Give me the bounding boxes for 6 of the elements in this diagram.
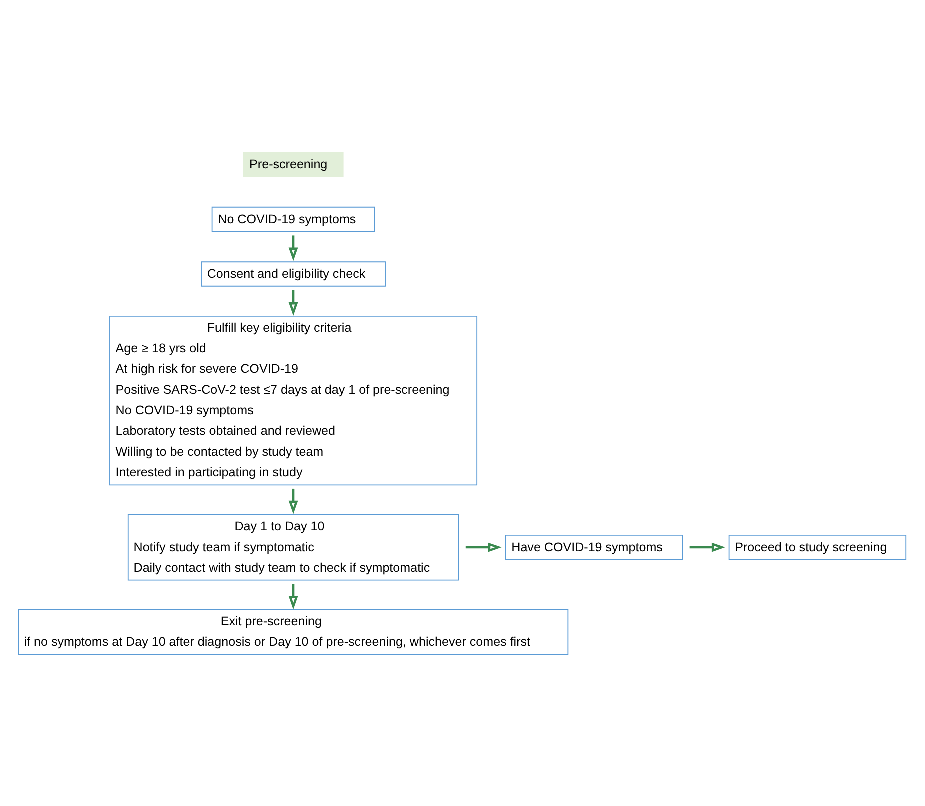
arrow	[288, 488, 298, 514]
arrow	[288, 290, 298, 316]
arrow	[288, 235, 298, 261]
arrow	[466, 542, 502, 552]
arrow	[690, 542, 726, 552]
arrow	[288, 584, 298, 610]
